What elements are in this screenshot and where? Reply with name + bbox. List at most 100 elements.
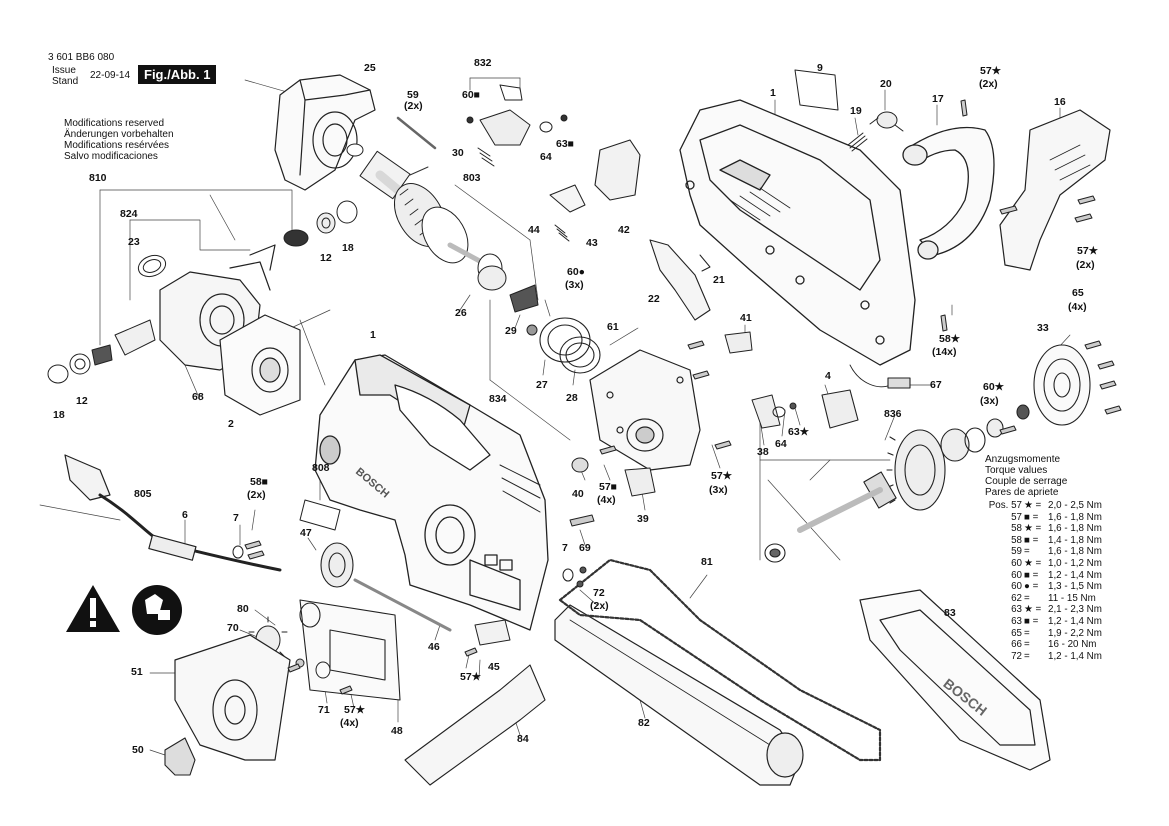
torque-row: 72=1,2 - 1,4 Nm xyxy=(982,651,1102,662)
torque-row: Pos. 57★ = 2,0 - 2,5 Nm xyxy=(982,500,1102,511)
label-9 xyxy=(794,69,839,111)
part-47: 47 xyxy=(300,527,312,539)
part-65: 65 xyxy=(1072,287,1084,299)
part-80: 80 xyxy=(237,603,249,615)
torque-symbol: = xyxy=(1024,627,1030,639)
part-805: 805 xyxy=(134,488,152,500)
part-57-star-a: 57★ xyxy=(980,65,1002,77)
part-28: 28 xyxy=(566,392,578,404)
small-parts-38 xyxy=(751,394,797,429)
part-59-qty: (2x) xyxy=(404,100,423,112)
drive-gear-836 xyxy=(764,404,1030,563)
torque-value: 1,2 - 1,4 Nm xyxy=(1048,650,1102,662)
lever-22 xyxy=(649,239,711,321)
torque-title-1: Anzugsmomente xyxy=(985,454,1061,465)
torque-symbol: ★ = xyxy=(1024,500,1042,511)
part-64-b: 64 xyxy=(775,438,787,450)
part-38: 38 xyxy=(757,446,769,458)
part-83: 83 xyxy=(944,607,956,619)
torque-symbol: ★ = xyxy=(1024,558,1042,569)
part-72: 72 xyxy=(593,587,605,599)
switch-42 xyxy=(594,139,641,201)
torque-pos: 58 xyxy=(1011,523,1022,535)
part-16: 16 xyxy=(1054,96,1066,108)
part-46: 46 xyxy=(428,641,440,653)
screws-middle xyxy=(244,166,1122,695)
part-27: 27 xyxy=(536,379,548,391)
torque-title-3: Couple de serrage xyxy=(985,476,1068,487)
label-808 xyxy=(299,499,341,531)
torque-symbol: ★ = xyxy=(1024,604,1042,616)
part-33: 33 xyxy=(1037,322,1049,334)
torque-pos: 62 xyxy=(1011,592,1022,604)
torque-pos: Pos. 57 xyxy=(988,500,1022,511)
part-12-a: 12 xyxy=(320,252,332,264)
issue-date: 22-09-14 xyxy=(90,70,131,81)
torque-symbol: = xyxy=(1024,546,1030,558)
part-12-b: 12 xyxy=(76,395,88,407)
notice-line-3: Modifications resérvées xyxy=(64,140,170,151)
clip-71 xyxy=(315,661,331,679)
side-cover-51 xyxy=(174,634,291,761)
guide-bar-82 xyxy=(554,604,804,786)
part-65-qty: (4x) xyxy=(1068,301,1087,313)
part-60-star-qty: (3x) xyxy=(980,395,999,407)
part-1-upper: 1 xyxy=(770,87,776,99)
torque-value: 2,0 - 2,5 Nm xyxy=(1048,500,1102,511)
part-60-star: 60★ xyxy=(983,381,1005,393)
part-26: 26 xyxy=(455,307,467,319)
torque-value: 1,6 - 1,8 Nm xyxy=(1048,523,1102,535)
part-810: 810 xyxy=(89,172,107,184)
part-70: 70 xyxy=(227,622,239,634)
torque-symbol: ● = xyxy=(1024,581,1039,593)
torque-pos: 63 xyxy=(1011,604,1022,616)
torque-title-4: Pares de apriete xyxy=(985,487,1059,498)
part-48: 48 xyxy=(391,725,403,737)
part-57-star-f-qty: (4x) xyxy=(340,717,359,729)
torque-symbol: ■ = xyxy=(1024,569,1039,581)
part-60-square: 60■ xyxy=(462,89,481,101)
part-1-lower: 1 xyxy=(370,329,376,341)
torque-value: 1,6 - 1,8 Nm xyxy=(1048,546,1102,558)
part-69: 69 xyxy=(579,542,591,554)
notice-line-4: Salvo modificaciones xyxy=(64,151,158,162)
doc-number: 3 601 BB6 080 xyxy=(48,52,115,63)
part-43: 43 xyxy=(586,237,598,249)
spring-19 xyxy=(847,132,868,152)
spring-21 xyxy=(699,254,711,272)
warning-symbols xyxy=(66,585,182,635)
torque-value: 1,9 - 2,2 Nm xyxy=(1048,627,1102,639)
torque-title-2: Torque values xyxy=(985,465,1048,476)
torque-pos: 60 xyxy=(1011,581,1022,593)
torque-row: 60★ =1,0 - 1,2 Nm xyxy=(982,558,1102,569)
cam-41 xyxy=(724,331,753,354)
gearbox-834 xyxy=(589,349,701,471)
rear-handle-drawing xyxy=(902,126,995,260)
stand-label: Stand xyxy=(52,76,79,87)
part-59: 59 xyxy=(407,89,419,101)
issue-label: Issue xyxy=(52,65,76,76)
torque-row: 66=16 - 20 Nm xyxy=(982,639,1096,650)
small-parts-left xyxy=(47,200,358,384)
part-834: 834 xyxy=(489,393,507,405)
part-58-square: 58■ xyxy=(250,476,269,488)
part-51: 51 xyxy=(131,666,143,678)
torque-symbol: ■ = xyxy=(1024,616,1039,627)
part-82: 82 xyxy=(638,717,650,729)
saw-chain-81 xyxy=(558,558,882,762)
part-63-star: 63★ xyxy=(788,426,810,438)
lever-assembly-832 xyxy=(466,84,568,146)
knob-20 xyxy=(869,111,904,132)
shaft-46 xyxy=(353,578,452,632)
part-64-a: 64 xyxy=(540,151,552,163)
torque-pos: 66 xyxy=(1011,639,1022,651)
screw-59 xyxy=(396,116,437,150)
torque-symbol: = xyxy=(1024,639,1030,651)
knob-50 xyxy=(164,737,196,776)
part-832: 832 xyxy=(474,57,492,69)
part-72-qty: (2x) xyxy=(590,600,609,612)
part-57-star-b: 57★ xyxy=(1077,245,1099,257)
part-6: 6 xyxy=(182,509,188,521)
tensioner-48 xyxy=(299,599,401,701)
